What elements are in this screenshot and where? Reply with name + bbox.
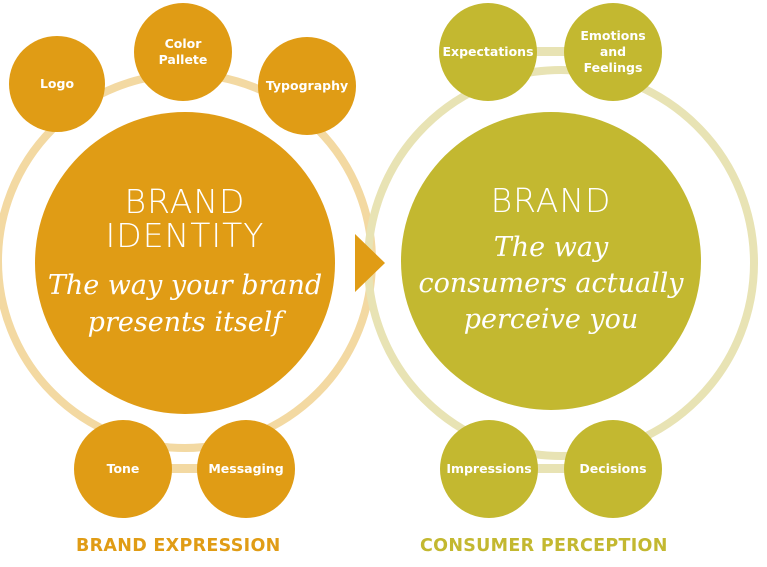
- brand-identity-circle: BRAND IDENTITY The way your brand presen…: [35, 112, 335, 414]
- node-color-pallete: Color Pallete: [134, 3, 232, 101]
- node-label: Emotions and Feelings: [580, 28, 645, 77]
- node-label-line: Emotions: [580, 27, 646, 43]
- title-line: IDENTITY: [105, 216, 265, 255]
- brand-perception-circle: BRAND The way consumers actually perceiv…: [401, 112, 701, 410]
- subtitle-line: consumers actually: [418, 268, 684, 299]
- node-label: Color Pallete: [159, 36, 208, 69]
- impressions-decisions-connector: [530, 464, 580, 473]
- arrow-right-icon: [355, 234, 385, 292]
- brand-identity-subtitle: The way your brand presents itself: [48, 267, 322, 341]
- expectations-emotions-connector: [530, 47, 580, 56]
- subtitle-line: The way your brand: [47, 270, 323, 301]
- node-logo: Logo: [9, 36, 105, 132]
- consumer-perception-label: CONSUMER PERCEPTION: [420, 536, 668, 556]
- node-messaging: Messaging: [197, 420, 295, 518]
- node-label-line: and: [599, 43, 627, 59]
- node-expectations: Expectations: [439, 3, 537, 101]
- node-emotions-and-feelings: Emotions and Feelings: [564, 3, 662, 101]
- brand-perception-subtitle: The way consumers actually perceive you: [418, 230, 683, 338]
- subtitle-line: perceive you: [463, 304, 639, 335]
- brand-identity-title: BRAND IDENTITY: [106, 185, 265, 253]
- node-impressions: Impressions: [440, 420, 538, 518]
- node-label: Decisions: [579, 460, 647, 476]
- node-tone: Tone: [74, 420, 172, 518]
- brand-title: BRAND: [490, 181, 612, 220]
- node-label: Expectations: [442, 43, 534, 59]
- node-label-line: Color: [164, 35, 202, 51]
- node-typography: Typography: [258, 37, 356, 135]
- brand-expression-label: BRAND EXPRESSION: [76, 536, 281, 556]
- tone-messaging-connector: [160, 464, 210, 473]
- node-label-line: Feelings: [583, 60, 643, 76]
- node-label-line: Pallete: [158, 52, 208, 67]
- subtitle-line: The way: [493, 232, 609, 263]
- node-decisions: Decisions: [564, 420, 662, 518]
- node-label: Messaging: [208, 460, 284, 476]
- node-label: Logo: [39, 75, 75, 91]
- node-label: Tone: [106, 460, 140, 476]
- node-label: Typography: [265, 77, 349, 93]
- subtitle-line: presents itself: [87, 307, 283, 338]
- title-line: BRAND: [124, 182, 246, 221]
- node-label: Impressions: [446, 460, 532, 476]
